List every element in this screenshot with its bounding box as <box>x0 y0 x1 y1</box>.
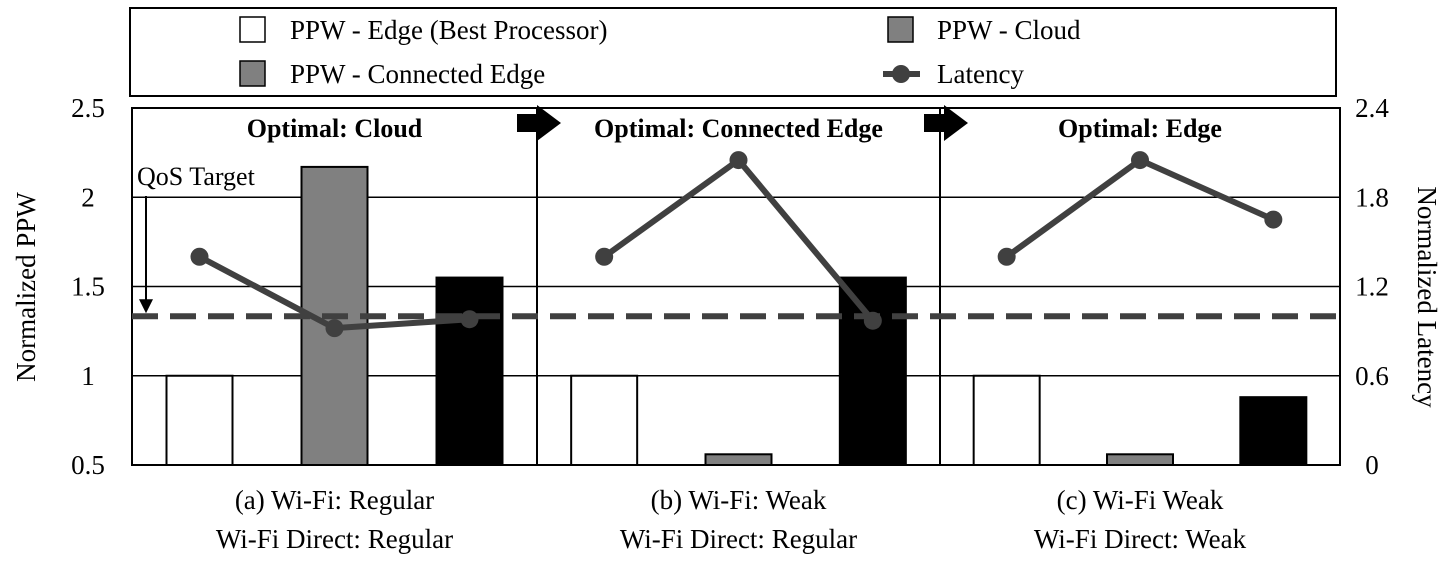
legend-label-latency: Latency <box>937 59 1024 89</box>
legend-marker-latency <box>892 65 910 83</box>
legend-label-edge: PPW - Edge (Best Processor) <box>290 15 607 45</box>
latency-line <box>602 157 876 323</box>
bar-connected <box>1239 396 1308 467</box>
right-tick-label: 1.8 <box>1355 182 1389 212</box>
latency-point <box>325 319 344 338</box>
left-tick-label: 2.5 <box>71 93 105 123</box>
bar-edge <box>972 374 1041 466</box>
panel-frame <box>939 107 1341 466</box>
qos-target-label: QoS Target <box>137 162 256 191</box>
panel-title: Optimal: Cloud <box>247 114 423 143</box>
right-axis-label: Normalized Latency <box>1412 186 1442 408</box>
latency-line <box>1004 157 1275 260</box>
legend-swatch-edge <box>239 16 266 43</box>
panel-title: Optimal: Edge <box>1058 114 1222 143</box>
qos-arrow-head-icon <box>139 299 153 314</box>
transition-arrow-icon <box>924 105 968 141</box>
bar-connected <box>435 276 504 467</box>
left-tick-label: 1 <box>81 361 95 391</box>
panel-caption: Wi-Fi Direct: Weak <box>1034 524 1247 554</box>
bar-cloud <box>1106 453 1174 467</box>
left-tick-label: 2 <box>81 182 95 212</box>
latency-point <box>595 247 614 266</box>
latency-point <box>1131 151 1149 170</box>
bar-edge <box>570 374 639 466</box>
right-tick-label: 2.4 <box>1355 93 1389 123</box>
legend: PPW - Edge (Best Processor) PPW - Cloud … <box>129 7 1337 97</box>
panel-caption: Wi-Fi Direct: Regular <box>620 524 857 554</box>
right-tick-label: 0.6 <box>1355 361 1389 391</box>
left-tick-label: 1.5 <box>71 272 105 302</box>
legend-swatch-connected <box>239 60 266 87</box>
right-tick-label: 1.2 <box>1355 272 1389 302</box>
right-tick-label: 0 <box>1365 450 1379 480</box>
left-tick-label: 0.5 <box>71 450 105 480</box>
latency-point <box>190 247 209 266</box>
legend-label-connected: PPW - Connected Edge <box>290 59 545 89</box>
latency-point <box>729 151 748 170</box>
legend-frame <box>129 7 1337 97</box>
latency-point <box>1264 210 1283 229</box>
transition-arrow-icon <box>517 105 561 141</box>
bar-edge <box>165 374 234 466</box>
legend-swatch-cloud <box>887 16 914 43</box>
bar-cloud <box>704 453 773 467</box>
panel-caption: Wi-Fi Direct: Regular <box>216 524 453 554</box>
axes: Normalized PPW Normalized Latency 0.5 1 1.… <box>11 93 1442 480</box>
bar-connected <box>838 276 907 467</box>
panel-caption: (c) Wi-Fi Weak <box>1057 485 1224 515</box>
panel-title: Optimal: Connected Edge <box>594 114 883 143</box>
panel-caption: (a) Wi-Fi: Regular <box>235 485 434 515</box>
panel-caption: (b) Wi-Fi: Weak <box>651 485 827 515</box>
legend-label-cloud: PPW - Cloud <box>937 15 1081 45</box>
latency-point <box>997 247 1016 266</box>
left-axis-label: Normalized PPW <box>11 192 41 382</box>
